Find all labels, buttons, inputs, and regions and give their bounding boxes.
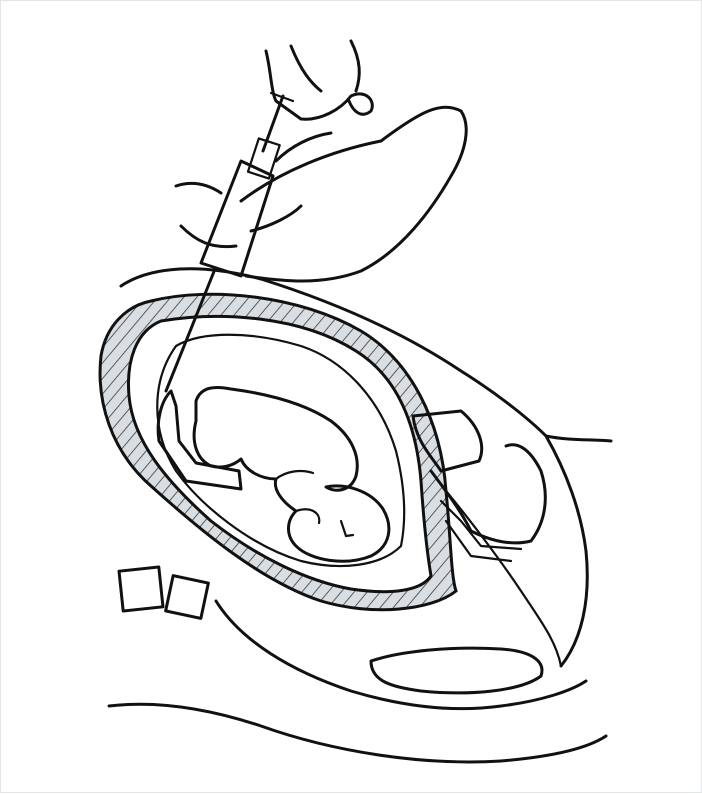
lower-contour <box>109 704 606 762</box>
lower-hand <box>176 107 466 281</box>
amniotic-cavity-outline <box>157 335 404 566</box>
inner-fold-left <box>158 391 241 489</box>
needle <box>166 269 215 391</box>
rectum <box>371 648 542 693</box>
vaginal-canal <box>441 501 521 561</box>
upper-hand <box>266 41 372 119</box>
syringe <box>166 93 293 391</box>
spine-vertebrae <box>119 567 208 618</box>
right-contour <box>546 436 587 666</box>
uterine-wall-band <box>100 294 456 609</box>
